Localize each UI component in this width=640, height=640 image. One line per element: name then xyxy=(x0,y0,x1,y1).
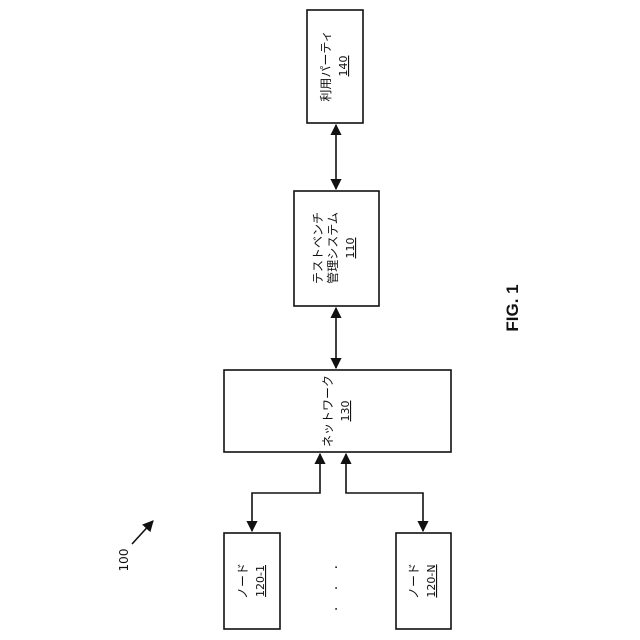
figure-ref-arrow xyxy=(132,521,153,544)
arrow-node-1-network xyxy=(252,454,320,531)
network-ref: 130 xyxy=(339,401,352,422)
user-party-ref: 140 xyxy=(337,56,350,77)
node-n-ref: 120-N xyxy=(425,564,438,597)
figure-ref-100: 100 xyxy=(117,549,131,572)
network-label: ネットワーク xyxy=(321,375,335,447)
node-n-label: ノード xyxy=(407,563,421,599)
testbench-ref: 110 xyxy=(344,238,357,259)
testbench-management-system-block: テストベンチ 管理システム 110 xyxy=(294,191,379,306)
node-ellipsis: · · · xyxy=(329,559,345,611)
figure-label: FIG. 1 xyxy=(503,284,522,331)
testbench-label-line1: テストベンチ xyxy=(311,212,325,284)
node-n-block: ノード 120-N xyxy=(396,533,451,629)
node-1-label: ノード xyxy=(236,563,250,599)
node-1-ref: 120-1 xyxy=(254,565,267,597)
testbench-label-line2: 管理システム xyxy=(325,212,340,284)
user-party-block: 利用パーティ 140 xyxy=(307,10,363,123)
network-block: ネットワーク 130 xyxy=(224,370,451,452)
node-1-block: ノード 120-1 xyxy=(224,533,280,629)
arrow-node-n-network xyxy=(346,454,423,531)
user-party-label: 利用パーティ xyxy=(319,30,333,101)
